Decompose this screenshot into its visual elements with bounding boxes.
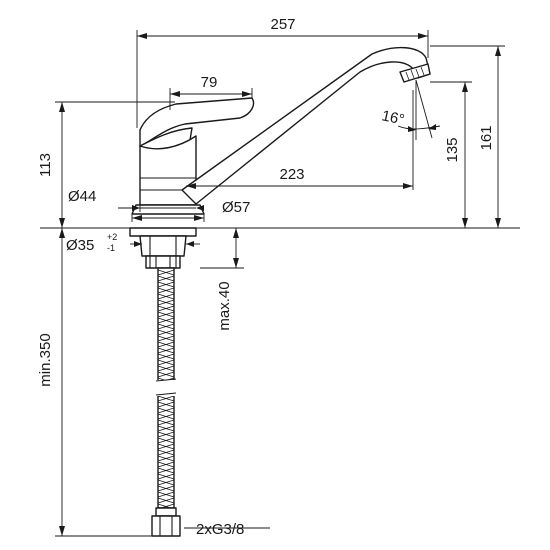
spray-angle-label: 16°: [380, 107, 406, 128]
connection-nut: [151, 515, 181, 537]
faucet-outline: [40, 47, 520, 537]
hole-tolerance-plus: +2: [107, 232, 117, 242]
connection-label: 2xG3/8: [196, 521, 244, 538]
dimension-labels: 257 79 223 113 135 161 16° Ø44 Ø57 Ø35 +…: [37, 16, 495, 538]
hole-dia-label: Ø35: [66, 237, 94, 254]
flexible-hose: [155, 267, 177, 510]
deck-max-label: max.40: [216, 281, 233, 330]
mounting-nut: [139, 235, 187, 257]
overall-length-label: 257: [270, 16, 295, 33]
hose-fitting: [155, 507, 177, 517]
hose-min-label: min.350: [37, 333, 54, 386]
base-plate: [131, 204, 205, 215]
hole-tolerance-minus: -1: [107, 243, 115, 253]
spout-reach-label: 223: [279, 166, 304, 183]
body-dia-44-label: Ø44: [68, 188, 96, 205]
handle-length-label: 79: [201, 74, 218, 91]
base-dia-57-label: Ø57: [222, 199, 250, 216]
threaded-stud: [145, 255, 181, 269]
mounting-washer: [129, 227, 197, 237]
lever-handle: [139, 97, 255, 147]
body-height-label: 113: [37, 153, 54, 177]
aerator: [399, 63, 431, 83]
total-height-label: 161: [478, 125, 495, 150]
dimension-lines: [55, 30, 505, 537]
outlet-height-label: 135: [444, 137, 461, 162]
